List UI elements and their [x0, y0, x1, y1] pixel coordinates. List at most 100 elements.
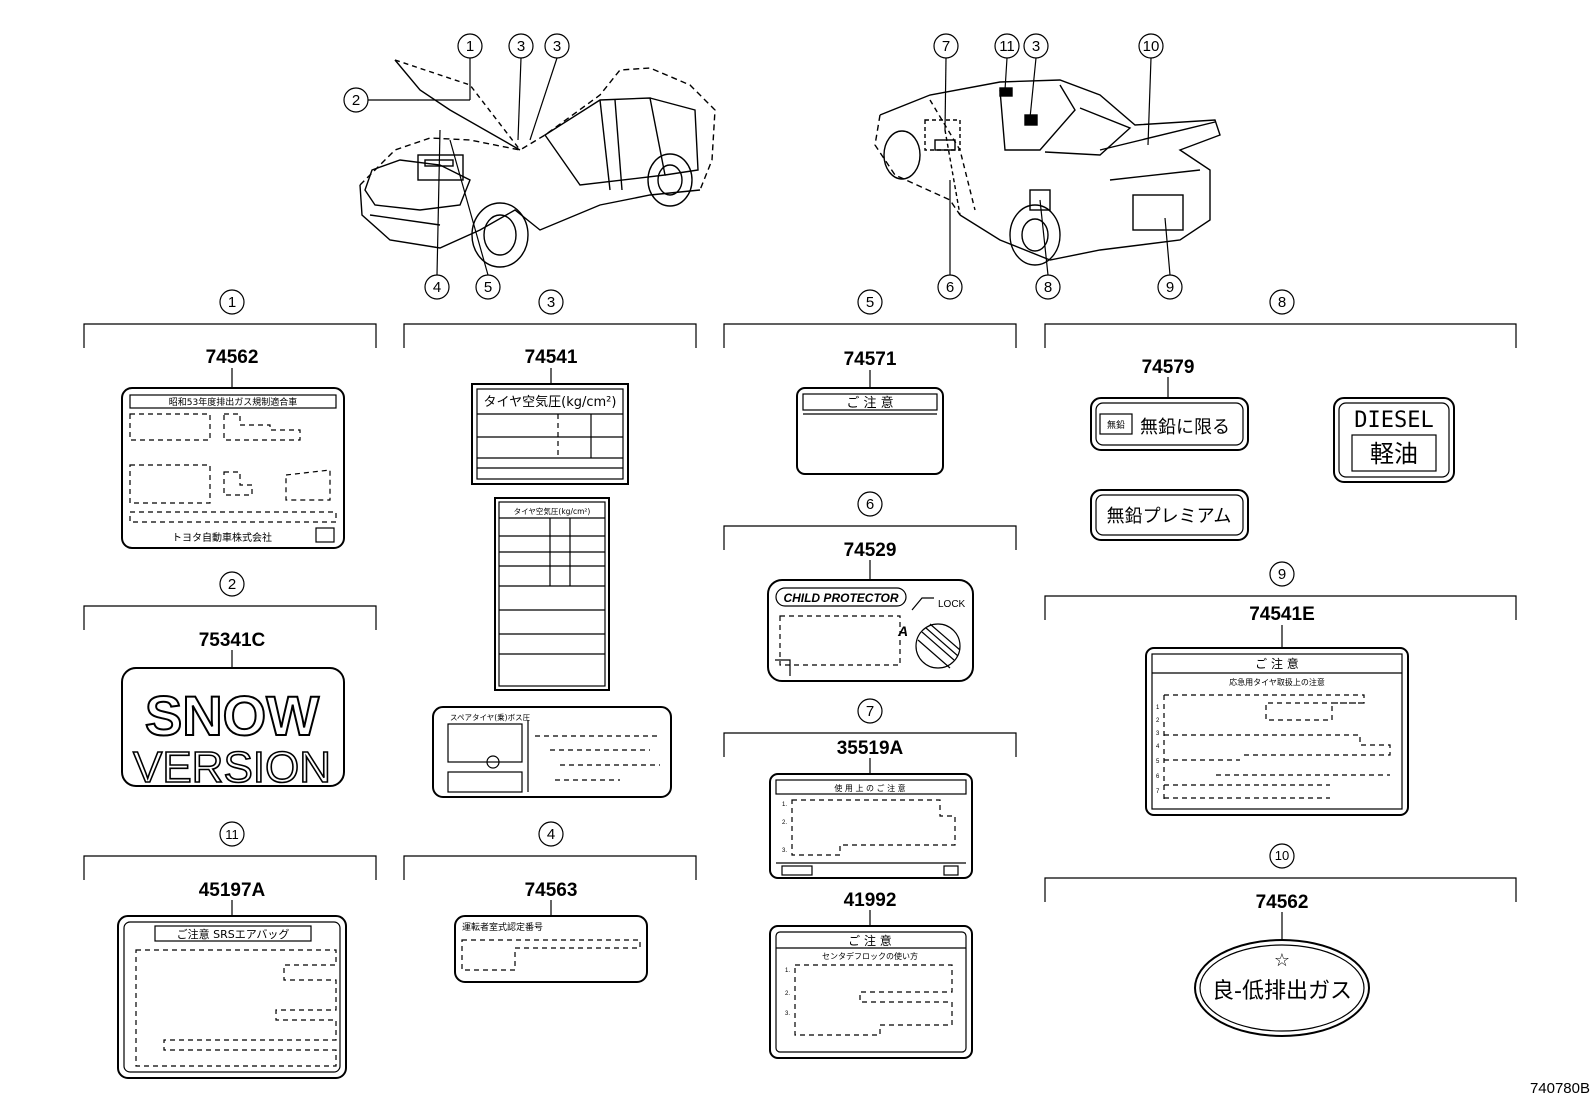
svg-text:使 用 上 の ご 注 意: 使 用 上 の ご 注 意 — [834, 783, 905, 793]
svg-text:昭和53年度排出ガス規制適合車: 昭和53年度排出ガス規制適合車 — [169, 396, 297, 408]
svg-text:☆: ☆ — [1274, 950, 1290, 971]
svg-text:3: 3 — [517, 38, 525, 55]
svg-text:6: 6 — [946, 279, 954, 296]
svg-text:ご注意 SRSエアバッグ: ご注意 SRSエアバッグ — [177, 927, 290, 941]
child-protector-label — [767, 579, 974, 682]
svg-text:3: 3 — [1032, 38, 1040, 55]
svg-text:無鉛に限る: 無鉛に限る — [1140, 417, 1230, 438]
part-number-35519a: 35519A — [837, 738, 904, 759]
rear-callouts: 7 11 3 10 6 8 9 — [933, 33, 1183, 300]
svg-text:11: 11 — [225, 827, 239, 842]
svg-text:2.: 2. — [782, 820, 787, 826]
section-8: 8 74579 無鉛 無鉛に限る 無鉛プレミアム DIESEL 軽油 — [1044, 289, 1517, 541]
svg-text:8: 8 — [1278, 294, 1286, 311]
svg-text:1: 1 — [466, 38, 474, 55]
svg-text:4: 4 — [433, 279, 441, 296]
callout-11-top: 11 — [994, 33, 1020, 91]
section-3: 3 74541 タイヤ空気圧(kg/cm²) タイヤ空気圧(kg/cm²) スペ… — [403, 289, 697, 798]
svg-text:1: 1 — [1156, 705, 1160, 711]
part-number-74579: 74579 — [1142, 357, 1195, 378]
svg-text:11: 11 — [999, 38, 1015, 55]
diesel-label — [1333, 397, 1455, 483]
tire-pressure-label-tall — [494, 497, 610, 691]
svg-text:CHILD PROTECTOR: CHILD PROTECTOR — [783, 591, 898, 605]
part-number-74529: 74529 — [844, 540, 897, 561]
section-5: 5 74571 ご 注 意 — [723, 289, 1017, 475]
svg-text:5: 5 — [484, 279, 492, 296]
part-number-74562-b: 74562 — [1256, 892, 1309, 913]
section-9: 9 74541E ご 注 意 応急用タイヤ取扱上の注意 1 2 3 4 5 6 … — [1044, 561, 1517, 816]
front-callouts: 1 2 3 3 4 5 — [343, 33, 570, 300]
tire-pressure-label-large — [471, 383, 629, 485]
section-1: 1 74562 昭和53年度排出ガス規制適合車 トヨタ自動車株式会社 — [83, 289, 377, 549]
callout-5-top: 5 — [449, 139, 501, 300]
srs-airbag-label — [117, 915, 347, 1079]
callout-3a-top: 3 — [508, 33, 534, 141]
svg-text:運転者室式認定番号: 運転者室式認定番号 — [462, 921, 543, 933]
svg-text:応急用タイヤ取扱上の注意: 応急用タイヤ取扱上の注意 — [1229, 677, 1325, 687]
part-number-74541: 74541 — [525, 347, 578, 368]
callout-6-top: 6 — [937, 180, 963, 300]
spare-tire-label — [432, 706, 672, 798]
svg-text:無鉛: 無鉛 — [1107, 419, 1125, 431]
svg-text:3: 3 — [553, 38, 561, 55]
svg-text:7: 7 — [866, 703, 874, 720]
section-4: 4 74563 運転者室式認定番号 — [403, 821, 697, 983]
part-number-75341c: 75341C — [199, 630, 266, 651]
callout-7-top: 7 — [933, 33, 959, 131]
certification-label — [454, 915, 648, 983]
callout-3-rear-top: 3 — [1023, 33, 1049, 119]
svg-text:無鉛プレミアム: 無鉛プレミアム — [1107, 506, 1232, 527]
section-6: 6 74529 CHILD PROTECTOR LOCK A — [723, 491, 1017, 682]
emission-label — [121, 387, 345, 549]
svg-text:5: 5 — [1156, 759, 1160, 765]
svg-text:4: 4 — [547, 826, 555, 843]
section-11: 11 45197A ご注意 SRSエアバッグ — [83, 821, 377, 1079]
svg-text:10: 10 — [1275, 848, 1289, 863]
callout-4-top: 4 — [424, 129, 450, 300]
front-car-illustration — [359, 59, 716, 268]
unleaded-premium-label — [1090, 489, 1249, 541]
svg-text:3.: 3. — [782, 848, 787, 854]
svg-text:7: 7 — [1156, 789, 1160, 795]
part-number-74562-a: 74562 — [206, 347, 259, 368]
svg-text:2: 2 — [228, 576, 236, 593]
svg-text:良-低排出ガス: 良-低排出ガス — [1212, 979, 1352, 1004]
svg-text:3.: 3. — [785, 1011, 790, 1017]
svg-text:LOCK: LOCK — [938, 599, 966, 610]
spare-tire-caution-label — [1145, 647, 1409, 816]
svg-text:ご 注 意: ご 注 意 — [848, 933, 892, 948]
svg-text:1.: 1. — [782, 802, 787, 808]
callout-2-top: 2 — [343, 87, 470, 113]
version-text: VERSION — [133, 743, 331, 792]
callout-10-top: 10 — [1138, 33, 1164, 146]
svg-text:2: 2 — [352, 92, 360, 109]
section-10: 10 74562 ☆ 良-低排出ガス — [1044, 843, 1517, 1037]
svg-text:2: 2 — [1156, 718, 1160, 724]
section-7: 7 35519A 使 用 上 の ご 注 意 1. 2. 3. 41992 ご … — [723, 698, 1017, 1059]
svg-text:1: 1 — [228, 294, 236, 311]
svg-text:ご 注 意: ご 注 意 — [846, 395, 893, 411]
callout-3b-top: 3 — [529, 33, 570, 141]
svg-text:ご 注 意: ご 注 意 — [1255, 656, 1299, 671]
callout-1-top: 1 — [457, 33, 483, 100]
svg-text:6: 6 — [1156, 774, 1160, 780]
svg-text:5: 5 — [866, 294, 874, 311]
svg-text:6: 6 — [866, 496, 874, 513]
callout-9-top: 9 — [1157, 217, 1183, 300]
part-number-41992: 41992 — [844, 890, 897, 911]
diagram-code: 740780B — [1530, 1080, 1590, 1097]
svg-text:A: A — [897, 623, 908, 639]
svg-text:9: 9 — [1278, 566, 1286, 583]
snow-version-label — [121, 667, 345, 787]
part-number-74571: 74571 — [844, 349, 897, 370]
svg-text:スペアタイヤ(乗)ボス圧: スペアタイヤ(乗)ボス圧 — [450, 712, 531, 722]
part-number-74563: 74563 — [525, 880, 578, 901]
low-emission-label — [1194, 939, 1370, 1037]
svg-text:タイヤ空気圧(kg/cm²): タイヤ空気圧(kg/cm²) — [514, 506, 591, 516]
snow-text: SNOW — [145, 684, 319, 747]
part-number-74541e: 74541E — [1249, 604, 1315, 625]
svg-text:7: 7 — [942, 38, 950, 55]
svg-text:タイヤ空気圧(kg/cm²): タイヤ空気圧(kg/cm²) — [484, 394, 617, 410]
